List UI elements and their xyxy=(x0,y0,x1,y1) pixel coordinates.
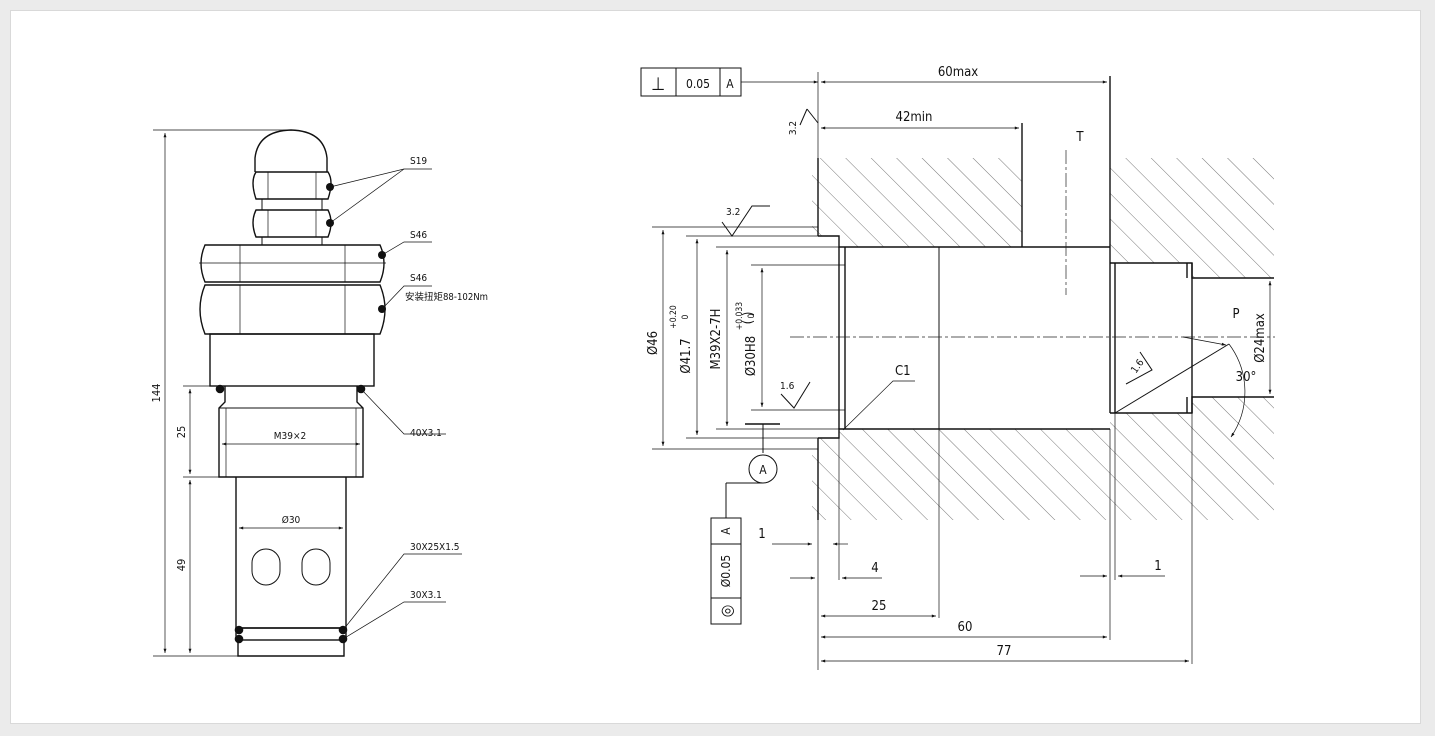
nut-s19-lower xyxy=(252,209,332,238)
perp-tol: 0.05 xyxy=(686,77,710,91)
hex-s46-main xyxy=(199,284,386,335)
tol-d30-lower: 0 xyxy=(747,313,757,318)
rough-mid: 1.6 xyxy=(780,381,795,392)
dim-42min: 42min xyxy=(896,110,933,125)
perp-symbol: ⊥ xyxy=(651,74,665,95)
roughness-top-symbol xyxy=(799,108,819,126)
callout-backup: 30X25X1.5 xyxy=(410,542,460,553)
datum-a: A xyxy=(759,463,767,477)
valve-cap xyxy=(254,129,328,172)
chamfer-c1: C1 xyxy=(895,364,911,379)
diameter-label: Ø30 xyxy=(282,514,301,526)
callout-oring-bottom: 30X3.1 xyxy=(410,590,442,601)
thread-label: M39×2 xyxy=(274,431,306,442)
cavity-section-view: A C1 ⊥ 0.05 A A Ø0.05 ◎ 3.2 3.2 1.6 1.6 xyxy=(640,65,1275,670)
collar xyxy=(209,333,375,387)
port-hole-left xyxy=(251,548,281,586)
dim-1-right: 1 xyxy=(1154,559,1161,574)
dim-thread-len-25: 25 xyxy=(175,426,188,439)
drawing-frame xyxy=(10,10,1421,724)
rough-left: 3.2 xyxy=(726,207,740,218)
conc-datum: A xyxy=(719,527,733,535)
callout-s19: S19 xyxy=(410,156,427,167)
callout-s46-bottom: S46 xyxy=(410,273,427,284)
dim-77: 77 xyxy=(997,644,1012,659)
callout-oring-top: 40X3.1 xyxy=(410,428,442,439)
dim-d46: Ø46 xyxy=(646,331,661,355)
oring-40x3-left xyxy=(215,384,225,394)
dim-d30: Ø30H8 xyxy=(744,336,759,376)
dim-60max: 60max xyxy=(938,65,978,80)
dim-m39: M39X2-7H xyxy=(709,309,724,370)
dim-total-144: 144 xyxy=(150,384,163,403)
hatch-upper-left xyxy=(812,158,1022,247)
port-hole-right xyxy=(301,548,331,586)
tol-d30-upper: +0.033 xyxy=(735,302,745,330)
roughness-mid-symbol xyxy=(780,381,811,409)
roughness-cone-symbol xyxy=(1125,351,1153,385)
dim-1-left: 1 xyxy=(758,527,765,542)
roughness-left-symbol xyxy=(721,205,770,237)
port-p: P xyxy=(1232,307,1239,322)
dim-4: 4 xyxy=(871,561,878,576)
dim-body-len-49: 49 xyxy=(175,559,188,572)
dim-d24: Ø24max xyxy=(1253,313,1268,363)
hatch-upper-right xyxy=(1110,158,1274,278)
tol-d41-lower: 0 xyxy=(681,314,691,319)
rough-top: 3.2 xyxy=(788,121,799,135)
conc-symbol: ◎ xyxy=(717,605,736,618)
angle-30: 30° xyxy=(1236,370,1257,385)
oring-30x3-left xyxy=(234,634,244,644)
dim-25: 25 xyxy=(872,599,887,614)
tol-d41-upper: +0.20 xyxy=(669,305,679,329)
nut-s46-thin xyxy=(200,244,385,283)
backup-ring-left xyxy=(234,625,244,635)
perp-datum: A xyxy=(726,77,734,91)
nut-s19-upper xyxy=(252,171,332,200)
tol-d30-paren: ( ) xyxy=(741,312,756,325)
port-t: T xyxy=(1075,130,1084,145)
dim-d41: Ø41.7 xyxy=(679,338,694,373)
callout-torque: 安装扭矩88-102Nm xyxy=(405,291,488,303)
rough-cone: 1.6 xyxy=(1129,357,1146,375)
dim-60: 60 xyxy=(958,620,973,635)
cartridge-valve-view: 144 25 49 M39×2 Ø30 S19 S46 S46 安装扭矩88-1… xyxy=(150,129,488,657)
callout-s46-top: S46 xyxy=(410,230,427,241)
conc-tol: Ø0.05 xyxy=(719,555,733,588)
